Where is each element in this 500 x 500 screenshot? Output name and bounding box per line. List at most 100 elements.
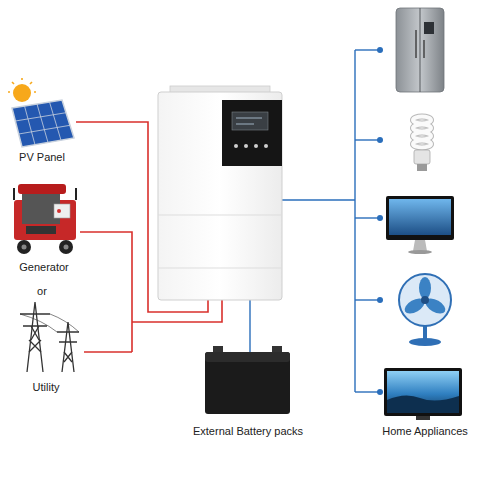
node-label: PV Panel bbox=[19, 151, 65, 164]
generator-icon bbox=[14, 184, 76, 254]
utility-pylon-icon bbox=[20, 302, 79, 372]
branch-wire bbox=[355, 49, 378, 50]
plug-symbols bbox=[377, 47, 383, 395]
monitor-icon bbox=[408, 250, 432, 254]
battery-icon bbox=[213, 346, 223, 353]
fridge-icon bbox=[424, 22, 434, 34]
sun-icon bbox=[12, 82, 14, 84]
tv-icon bbox=[387, 371, 459, 413]
solar-panel-icon bbox=[12, 100, 74, 147]
plug-symbols bbox=[377, 47, 383, 53]
plug-symbols bbox=[377, 389, 383, 395]
node-label: External Battery packs bbox=[193, 425, 303, 438]
bulb-icon bbox=[413, 133, 431, 140]
fridge-icon bbox=[423, 40, 425, 58]
inverter-housing bbox=[254, 144, 258, 148]
branch-wire bbox=[355, 217, 378, 218]
icon-caption-node: PV Panel bbox=[19, 151, 65, 164]
battery-icon bbox=[205, 352, 290, 414]
utility-pylon-icon bbox=[20, 314, 50, 352]
fan-icon bbox=[402, 277, 448, 317]
bulb-icon bbox=[413, 141, 431, 148]
generator-icon bbox=[57, 209, 61, 213]
solar-panel-icon bbox=[25, 106, 36, 145]
generator-icon bbox=[14, 188, 76, 200]
solar-panel-icon bbox=[50, 102, 62, 140]
bulb-icon bbox=[413, 117, 431, 124]
fan-icon bbox=[399, 274, 451, 326]
icon-caption-node: Utility bbox=[33, 381, 60, 394]
node-label: Generator bbox=[19, 261, 69, 274]
monitor-icon bbox=[386, 196, 454, 240]
fridge-icon bbox=[396, 8, 444, 92]
utility-pylon-icon bbox=[57, 332, 79, 362]
fan-icon bbox=[419, 277, 431, 299]
monitor-icon bbox=[413, 240, 427, 251]
bulb-icon bbox=[413, 117, 431, 148]
inverter-housing bbox=[232, 112, 268, 130]
tv-icon bbox=[384, 368, 462, 420]
solar-panel-icon bbox=[19, 125, 70, 134]
branch-wire bbox=[355, 139, 378, 140]
icon-caption-node: Generator bbox=[19, 261, 69, 274]
fan-icon bbox=[421, 296, 429, 304]
generator-icon bbox=[54, 204, 70, 218]
fan-icon bbox=[399, 274, 451, 346]
bulb-icon bbox=[413, 117, 431, 124]
sun-icon bbox=[13, 84, 31, 102]
bulb-icon bbox=[413, 141, 431, 148]
inverter-housing bbox=[234, 144, 238, 148]
battery-icon bbox=[272, 346, 282, 353]
inverter-housing bbox=[244, 144, 248, 148]
bulb-icon bbox=[414, 150, 430, 164]
generator-icon bbox=[26, 226, 56, 234]
generator-wire bbox=[80, 232, 132, 352]
inverter-housing bbox=[222, 100, 282, 166]
bulb-icon bbox=[417, 164, 427, 171]
battery-icon bbox=[205, 352, 290, 362]
bulb-icon bbox=[413, 125, 431, 132]
output-bus bbox=[354, 50, 355, 392]
inverter-housing bbox=[236, 118, 262, 119]
connector-word: or bbox=[37, 285, 47, 298]
monitor-icon bbox=[386, 196, 454, 254]
plug-symbols bbox=[377, 297, 383, 303]
sun-icon bbox=[34, 91, 36, 93]
sun-icon bbox=[30, 82, 32, 84]
bulb-icon bbox=[413, 133, 431, 140]
utility-pylon-icon bbox=[20, 314, 79, 332]
tv-icon bbox=[387, 395, 459, 413]
plug-symbols bbox=[377, 215, 383, 221]
grid-wire bbox=[132, 300, 222, 322]
generator-icon bbox=[22, 245, 27, 250]
inverter-housing bbox=[264, 144, 268, 148]
solar-panel-icon bbox=[12, 100, 74, 147]
solar-panel-icon bbox=[15, 102, 70, 145]
battery-wire bbox=[249, 300, 250, 352]
fridge-icon bbox=[415, 30, 417, 58]
generator-icon bbox=[59, 240, 73, 254]
inverter-housing bbox=[158, 92, 282, 300]
tv-icon bbox=[416, 416, 430, 420]
generator-icon bbox=[17, 240, 31, 254]
bulb-icon bbox=[413, 117, 431, 172]
sun-icon bbox=[8, 78, 36, 102]
fridge-icon bbox=[420, 8, 421, 92]
node-label: Utility bbox=[33, 381, 60, 394]
node-label: Home Appliances bbox=[382, 425, 468, 438]
fridge-icon bbox=[396, 8, 444, 92]
battery-icon bbox=[205, 346, 290, 414]
bulb-icon bbox=[413, 117, 431, 148]
solar-panel-icon bbox=[37, 104, 48, 143]
generator-icon bbox=[64, 245, 69, 250]
inverter-housing bbox=[234, 144, 268, 148]
solar-panel-icon bbox=[15, 113, 66, 121]
icon-caption-node: External Battery packs bbox=[193, 425, 303, 438]
sun-icon bbox=[8, 91, 10, 93]
output-feed bbox=[282, 199, 355, 200]
sun-icon bbox=[21, 78, 23, 80]
utility-pylon-icon bbox=[62, 322, 74, 372]
